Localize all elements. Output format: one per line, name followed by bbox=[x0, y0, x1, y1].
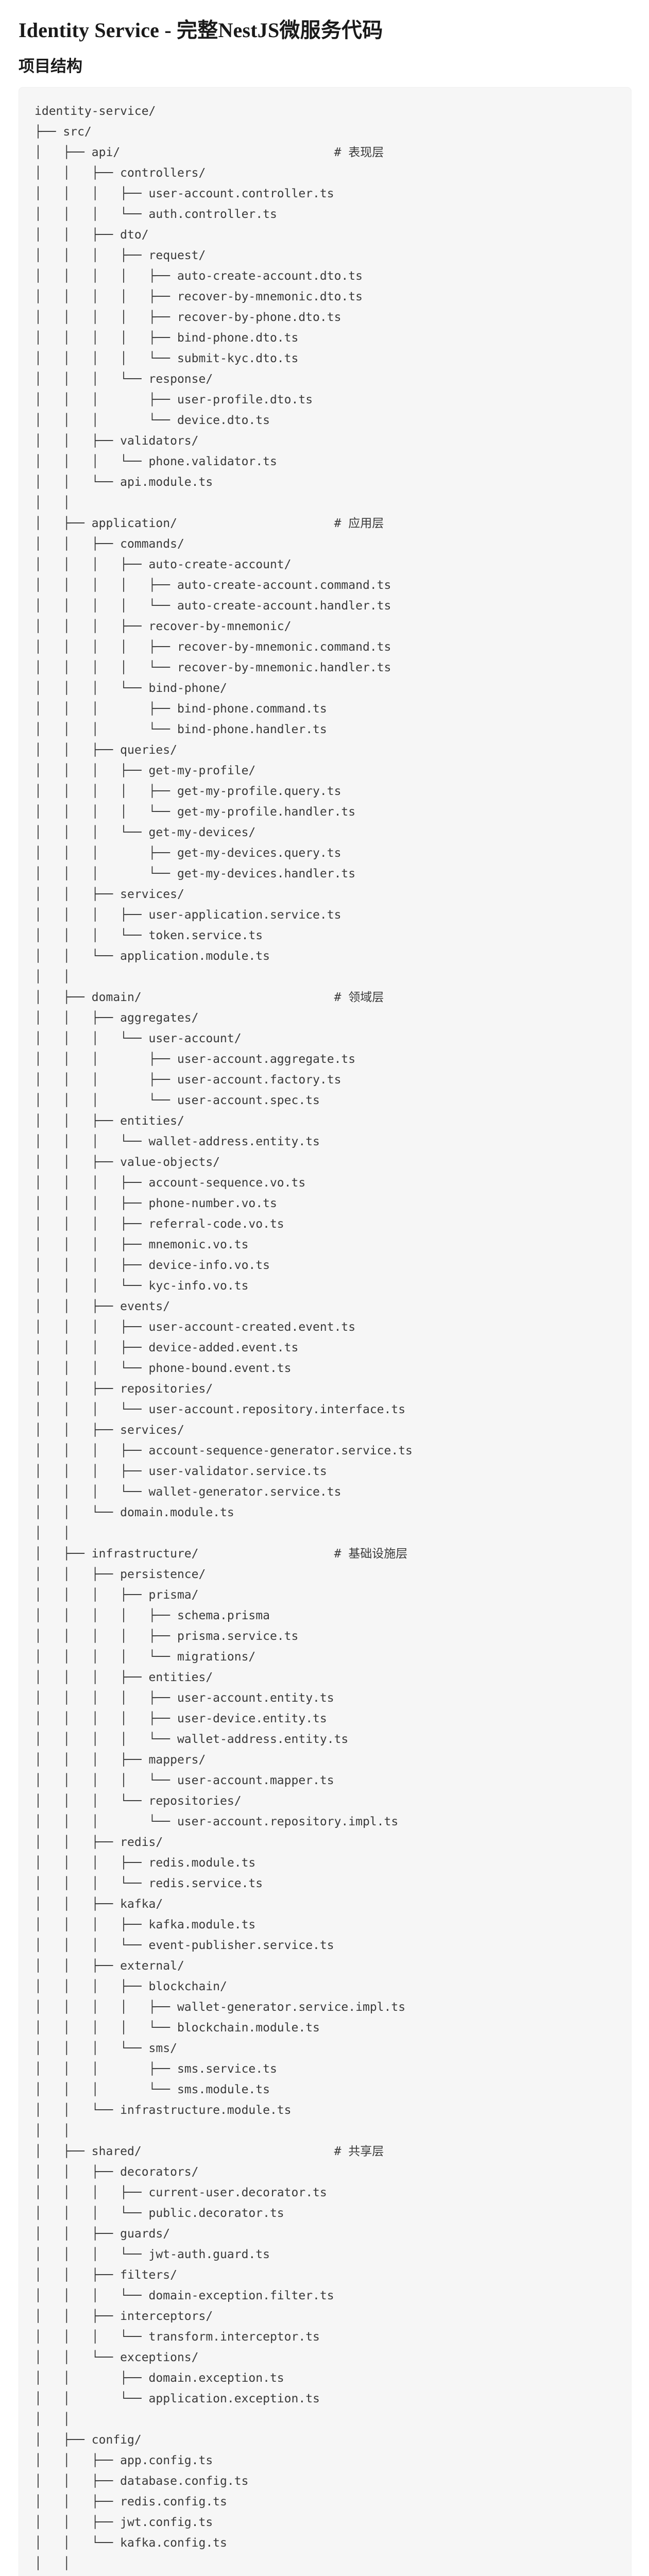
project-structure-code-block: identity-service/ ├── src/ │ ├── api/ # … bbox=[19, 87, 631, 2576]
section-heading-project-structure: 项目结构 bbox=[19, 57, 82, 75]
page-title: Identity Service - 完整NestJS微服务代码 bbox=[19, 19, 383, 42]
